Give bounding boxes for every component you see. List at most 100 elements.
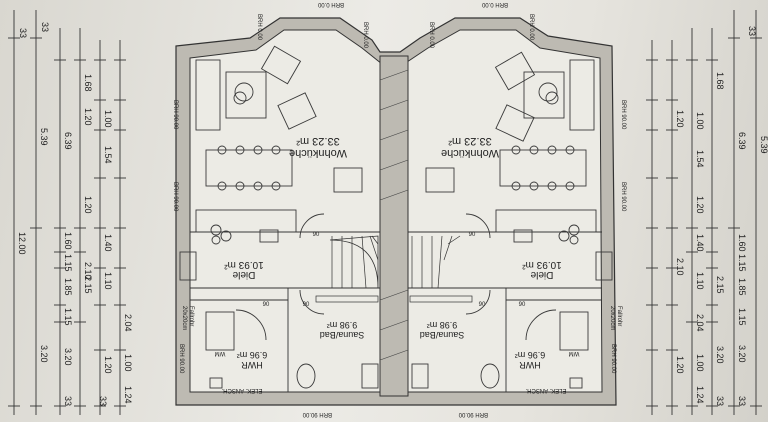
door-width-right-3: 90 — [479, 302, 486, 308]
dim-right-detail-11: 1.20 — [675, 356, 685, 374]
dim-left-detail-10: 2.04 — [123, 314, 133, 332]
dim-right-end-2: 33 — [715, 396, 725, 406]
label-brh-right-1: BRH 0.00 — [428, 22, 434, 49]
dim-right-inner-3: 1.15 — [737, 254, 747, 272]
label-elek-right: ELEK. ANSCH. — [525, 387, 566, 393]
dim-left-mid-2: 3.20 — [39, 345, 49, 363]
dim-left-detail-2: 1.00 — [103, 110, 113, 128]
label-brh-left-2: BRH 0.00 — [317, 1, 344, 7]
dim-left-inner-1: 6.39 — [63, 132, 73, 150]
dim-right-inner-2: 1.60 — [737, 234, 747, 252]
dimension-chains-right: 33 33 33 5.39 3.20 6.39 1.60 1.15 1.85 1… — [646, 10, 768, 415]
dim-left-detail-1: 1.68 — [83, 74, 93, 92]
label-brh-right-7: BRH 90.00 — [458, 411, 488, 417]
dim-left-detail-4: 1.54 — [103, 146, 113, 164]
dim-right-detail-8: 1.10 — [695, 272, 705, 290]
dim-left-detail-8: 1.10 — [103, 272, 113, 290]
furniture-left — [179, 45, 379, 389]
label-elek-left: ELEK. ANSCH. — [221, 387, 262, 393]
dim-right-detail-5: 1.20 — [695, 196, 705, 214]
label-brh-right-4: BRH 90.00 — [620, 100, 626, 130]
label-brh-right-3: BRH 0.00 — [528, 14, 534, 41]
room-area-wohnkueche-right: 33.23 m² — [448, 135, 492, 147]
label-brh-left-5: BRH 90.00 — [172, 182, 178, 212]
room-labels-right: Wohnküche 33.23 m² Diele 10.93 m² Sauna/… — [420, 1, 626, 417]
label-brh-right-2: BRH 0.00 — [481, 1, 508, 7]
dim-left-mid-1: 5.39 — [39, 128, 49, 146]
dim-left-detail-13: 1.24 — [123, 386, 133, 404]
wardrobe-left — [179, 251, 197, 281]
room-area-hwr-left: 6.96 m² — [237, 350, 268, 360]
dim-left-detail-11: 1.20 — [103, 356, 113, 374]
dim-left-end-2: 33 — [40, 22, 50, 32]
dim-left-end-3: 33 — [63, 396, 73, 406]
dim-left-inner-2: 1.60 — [63, 232, 73, 250]
washer-right — [559, 311, 589, 351]
door-width-right-1: 90 — [469, 232, 476, 238]
staircase-right — [409, 235, 473, 303]
room-label-wohnkueche-right: Wohnküche — [441, 147, 499, 159]
dim-left-detail-12: 1.00 — [123, 354, 133, 372]
room-label-sauna-left: Sauna/Bad — [320, 330, 365, 340]
label-brh-right-5: BRH 90.00 — [620, 182, 626, 212]
dim-left-end-1: 33 — [18, 28, 28, 38]
room-area-sauna-left: 9.98 m² — [327, 320, 358, 330]
door-width-right-2: 90 — [519, 302, 526, 308]
dim-right-detail-7: 2.10 — [675, 258, 685, 276]
dim-left-inner-4: 1.85 — [63, 278, 73, 296]
label-brh-left-4: BRH 90.00 — [172, 100, 178, 130]
dim-left-detail-7: 2.10 — [83, 262, 93, 280]
room-label-diele-right: Diele — [530, 269, 553, 280]
room-label-wohnkueche-left: Wohnküche — [289, 147, 347, 159]
dim-left-detail-6: 1.40 — [103, 234, 113, 252]
armchair-left-3 — [333, 167, 363, 193]
label-fallrohr-left: Fallrohr — [188, 306, 194, 326]
dim-right-detail-13: 1.24 — [695, 386, 705, 404]
party-wall-hatching — [379, 69, 409, 361]
sauna-bench-left — [361, 363, 379, 389]
dim-right-mid-2: 3.20 — [737, 345, 747, 363]
label-brh-left-6: BRH 90.00 — [178, 344, 184, 374]
room-area-hwr-right: 6.96 m² — [515, 350, 546, 360]
dim-left-detail-5: 1.20 — [83, 196, 93, 214]
furniture-right — [411, 51, 613, 389]
dimension-chains-left: 33 33 12.00 5.39 3.20 6.39 1.60 1.15 1.8… — [8, 10, 133, 415]
dim-left-detail-3: 1.20 — [83, 108, 93, 126]
wardrobe-right — [595, 251, 613, 281]
door-width-left-3: 90 — [303, 302, 310, 308]
dim-right-detail-9: 2.15 — [715, 276, 725, 294]
door-width-left-2: 90 — [263, 302, 270, 308]
dim-right-inner-5: 1.15 — [737, 308, 747, 326]
label-brh-left-3: BRH 0.00 — [362, 22, 368, 49]
label-brh-left-1: BRH 0.00 — [256, 14, 262, 41]
dim-right-mid-1: 5.39 — [759, 136, 768, 154]
sauna-bench-right — [411, 363, 429, 389]
dim-right-detail-12: 1.00 — [695, 354, 705, 372]
dining-table-left — [205, 149, 293, 187]
room-labels-left: Wohnküche 33.23 m² Diele 10.93 m² Sauna/… — [172, 1, 368, 417]
staircase-left — [315, 235, 379, 303]
room-label-diele-left: Diele — [232, 269, 255, 280]
room-area-diele-right: 10.93 m² — [522, 259, 562, 270]
kitchen-counter-right — [495, 209, 597, 233]
coffee-table-left — [225, 71, 267, 119]
coffee-table-right — [523, 71, 565, 119]
armchair-right-3 — [425, 167, 455, 193]
label-fallrohr-size-left: 20x20cm — [181, 306, 187, 330]
sofa-right — [569, 59, 595, 131]
room-area-wohnkueche-left: 33.23 m² — [296, 135, 340, 147]
dim-right-inner-4: 1.85 — [737, 278, 747, 296]
washer-left — [205, 311, 235, 351]
label-fallrohr-right: Fallrohr — [616, 306, 622, 326]
dim-right-inner-1: 6.39 — [737, 132, 747, 150]
dim-right-end-3: 33 — [737, 396, 747, 406]
dim-right-detail-3: 1.20 — [675, 110, 685, 128]
kitchen-counter-left — [195, 209, 297, 233]
dim-right-detail-4: 1.54 — [695, 150, 705, 168]
dim-right-inner-6: 3.20 — [715, 346, 725, 364]
dim-left-end-4: 33 — [98, 396, 108, 406]
room-label-sauna-right: Sauna/Bad — [420, 330, 465, 340]
armchair-right-2 — [495, 104, 535, 142]
label-brh-right-6: BRH 90.00 — [610, 344, 616, 374]
